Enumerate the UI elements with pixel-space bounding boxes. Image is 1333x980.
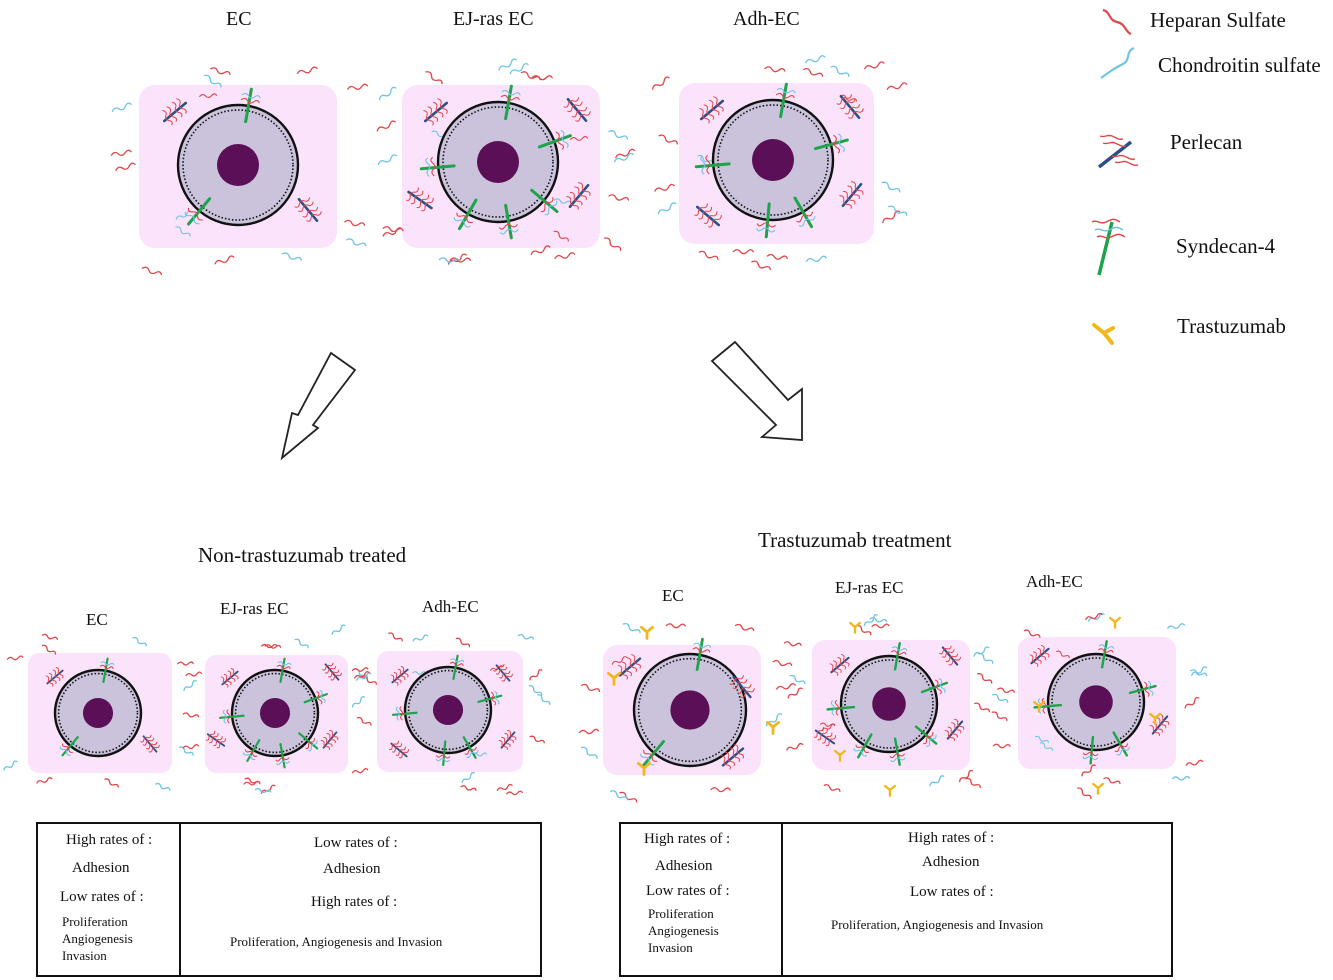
right-cell-ejras-ec bbox=[783, 614, 994, 797]
cell-nucleus bbox=[259, 697, 291, 729]
left-table-c2-low-heading: Low rates of : bbox=[314, 835, 398, 851]
syndecan-4-icon bbox=[1091, 218, 1126, 276]
inner-membrane bbox=[182, 109, 294, 221]
left-cell-label-adh-ec: Adh-EC bbox=[422, 597, 479, 616]
top-cell-label-adh-ec: Adh-EC bbox=[733, 8, 800, 30]
left-table-c2-low-item: Adhesion bbox=[323, 861, 381, 877]
left-table-c2-high-item: Proliferation, Angiogenesis and Invasion bbox=[230, 934, 443, 949]
legend-perlecan-label: Perlecan bbox=[1170, 130, 1243, 154]
inner-membrane bbox=[1051, 657, 1141, 747]
top-cell-label-ec: EC bbox=[226, 8, 252, 30]
right-table-c1-low-heading: Low rates of : bbox=[646, 883, 730, 899]
legend-heparan-sulfate-label: Heparan Sulfate bbox=[1150, 8, 1286, 32]
right-table-c2-high-heading: High rates of : bbox=[908, 830, 995, 846]
right-table-c2-low-item: Proliferation, Angiogenesis and Invasion bbox=[831, 917, 1044, 932]
cell-nucleus bbox=[432, 694, 464, 726]
legend-syndecan-4-label: Syndecan-4 bbox=[1176, 234, 1276, 258]
arrow-to-non-treated bbox=[280, 351, 357, 461]
cell-nucleus bbox=[82, 697, 114, 729]
cell-nucleus bbox=[217, 144, 259, 186]
top-cell-label-ejras-ec: EJ-ras EC bbox=[453, 8, 534, 30]
section-title-non-treated: Non-trastuzumab treated bbox=[198, 543, 407, 567]
left-table-c1-low-item: Angiogenesis bbox=[62, 931, 133, 946]
legend-chondroitin-sulfate-label: Chondroitin sulfate bbox=[1158, 53, 1321, 77]
left-table-c1-low-item: Proliferation bbox=[62, 914, 128, 929]
chondroitin-sulfate-icon bbox=[1100, 46, 1135, 79]
cell-nucleus bbox=[1079, 685, 1113, 719]
left-table-c2-high-heading: High rates of : bbox=[311, 894, 398, 910]
left-table-c1-low-heading: Low rates of : bbox=[60, 889, 144, 905]
cell-nucleus bbox=[670, 690, 710, 730]
cell-nucleus bbox=[752, 139, 794, 181]
right-rates-table: High rates of : Adhesion Low rates of : … bbox=[619, 822, 1173, 977]
inner-membrane bbox=[234, 672, 316, 754]
right-cell-label-ec: EC bbox=[662, 586, 684, 605]
table-divider bbox=[179, 824, 181, 975]
left-table-c1-low-item: Invasion bbox=[62, 948, 107, 963]
right-table-c1-high-heading: High rates of : bbox=[644, 831, 731, 847]
heparan-sulfate-icon bbox=[1102, 8, 1132, 36]
right-cell-ec bbox=[578, 622, 796, 803]
inner-membrane bbox=[407, 669, 489, 751]
inner-membrane bbox=[637, 657, 743, 763]
inner-membrane bbox=[717, 104, 829, 216]
right-table-c1-low-item: Proliferation bbox=[648, 906, 714, 921]
table-divider bbox=[781, 824, 783, 975]
left-cell-label-ec: EC bbox=[86, 610, 108, 629]
trastuzumab-icon bbox=[1092, 323, 1115, 345]
right-table-c1-low-item: Angiogenesis bbox=[648, 923, 719, 938]
cell-nucleus bbox=[477, 141, 519, 183]
right-table-c1-low-item: Invasion bbox=[648, 940, 693, 955]
inner-membrane bbox=[442, 106, 554, 218]
section-title-treated: Trastuzumab treatment bbox=[758, 528, 952, 552]
left-cell-ejras-ec bbox=[182, 624, 377, 794]
top-cell-adh-ec bbox=[651, 55, 908, 271]
arrow-to-treated bbox=[710, 340, 803, 441]
cells-layer bbox=[3, 55, 1208, 803]
right-table-c2-high-item: Adhesion bbox=[922, 854, 980, 870]
right-cell-label-ejras-ec: EJ-ras EC bbox=[835, 578, 904, 597]
left-table-c1-high-item: Adhesion bbox=[72, 860, 130, 876]
cell-nucleus bbox=[872, 687, 906, 721]
legend-trastuzumab-label: Trastuzumab bbox=[1177, 314, 1286, 338]
left-rates-table: High rates of : Adhesion Low rates of : … bbox=[36, 822, 542, 977]
left-table-c1-high-heading: High rates of : bbox=[66, 832, 153, 848]
right-cell-label-adh-ec: Adh-EC bbox=[1026, 572, 1083, 591]
top-cell-ec bbox=[110, 66, 369, 276]
left-cell-ec bbox=[3, 633, 194, 791]
inner-membrane bbox=[844, 659, 934, 749]
right-cell-adh-ec bbox=[991, 612, 1208, 800]
perlecan-icon bbox=[1097, 134, 1139, 169]
left-cell-label-ejras-ec: EJ-ras EC bbox=[220, 599, 289, 618]
right-table-c1-high-item: Adhesion bbox=[655, 858, 713, 874]
right-table-c2-low-heading: Low rates of : bbox=[910, 884, 994, 900]
left-cell-adh-ec bbox=[351, 632, 551, 796]
inner-membrane bbox=[57, 672, 139, 754]
top-cell-ejras-ec bbox=[376, 58, 636, 265]
